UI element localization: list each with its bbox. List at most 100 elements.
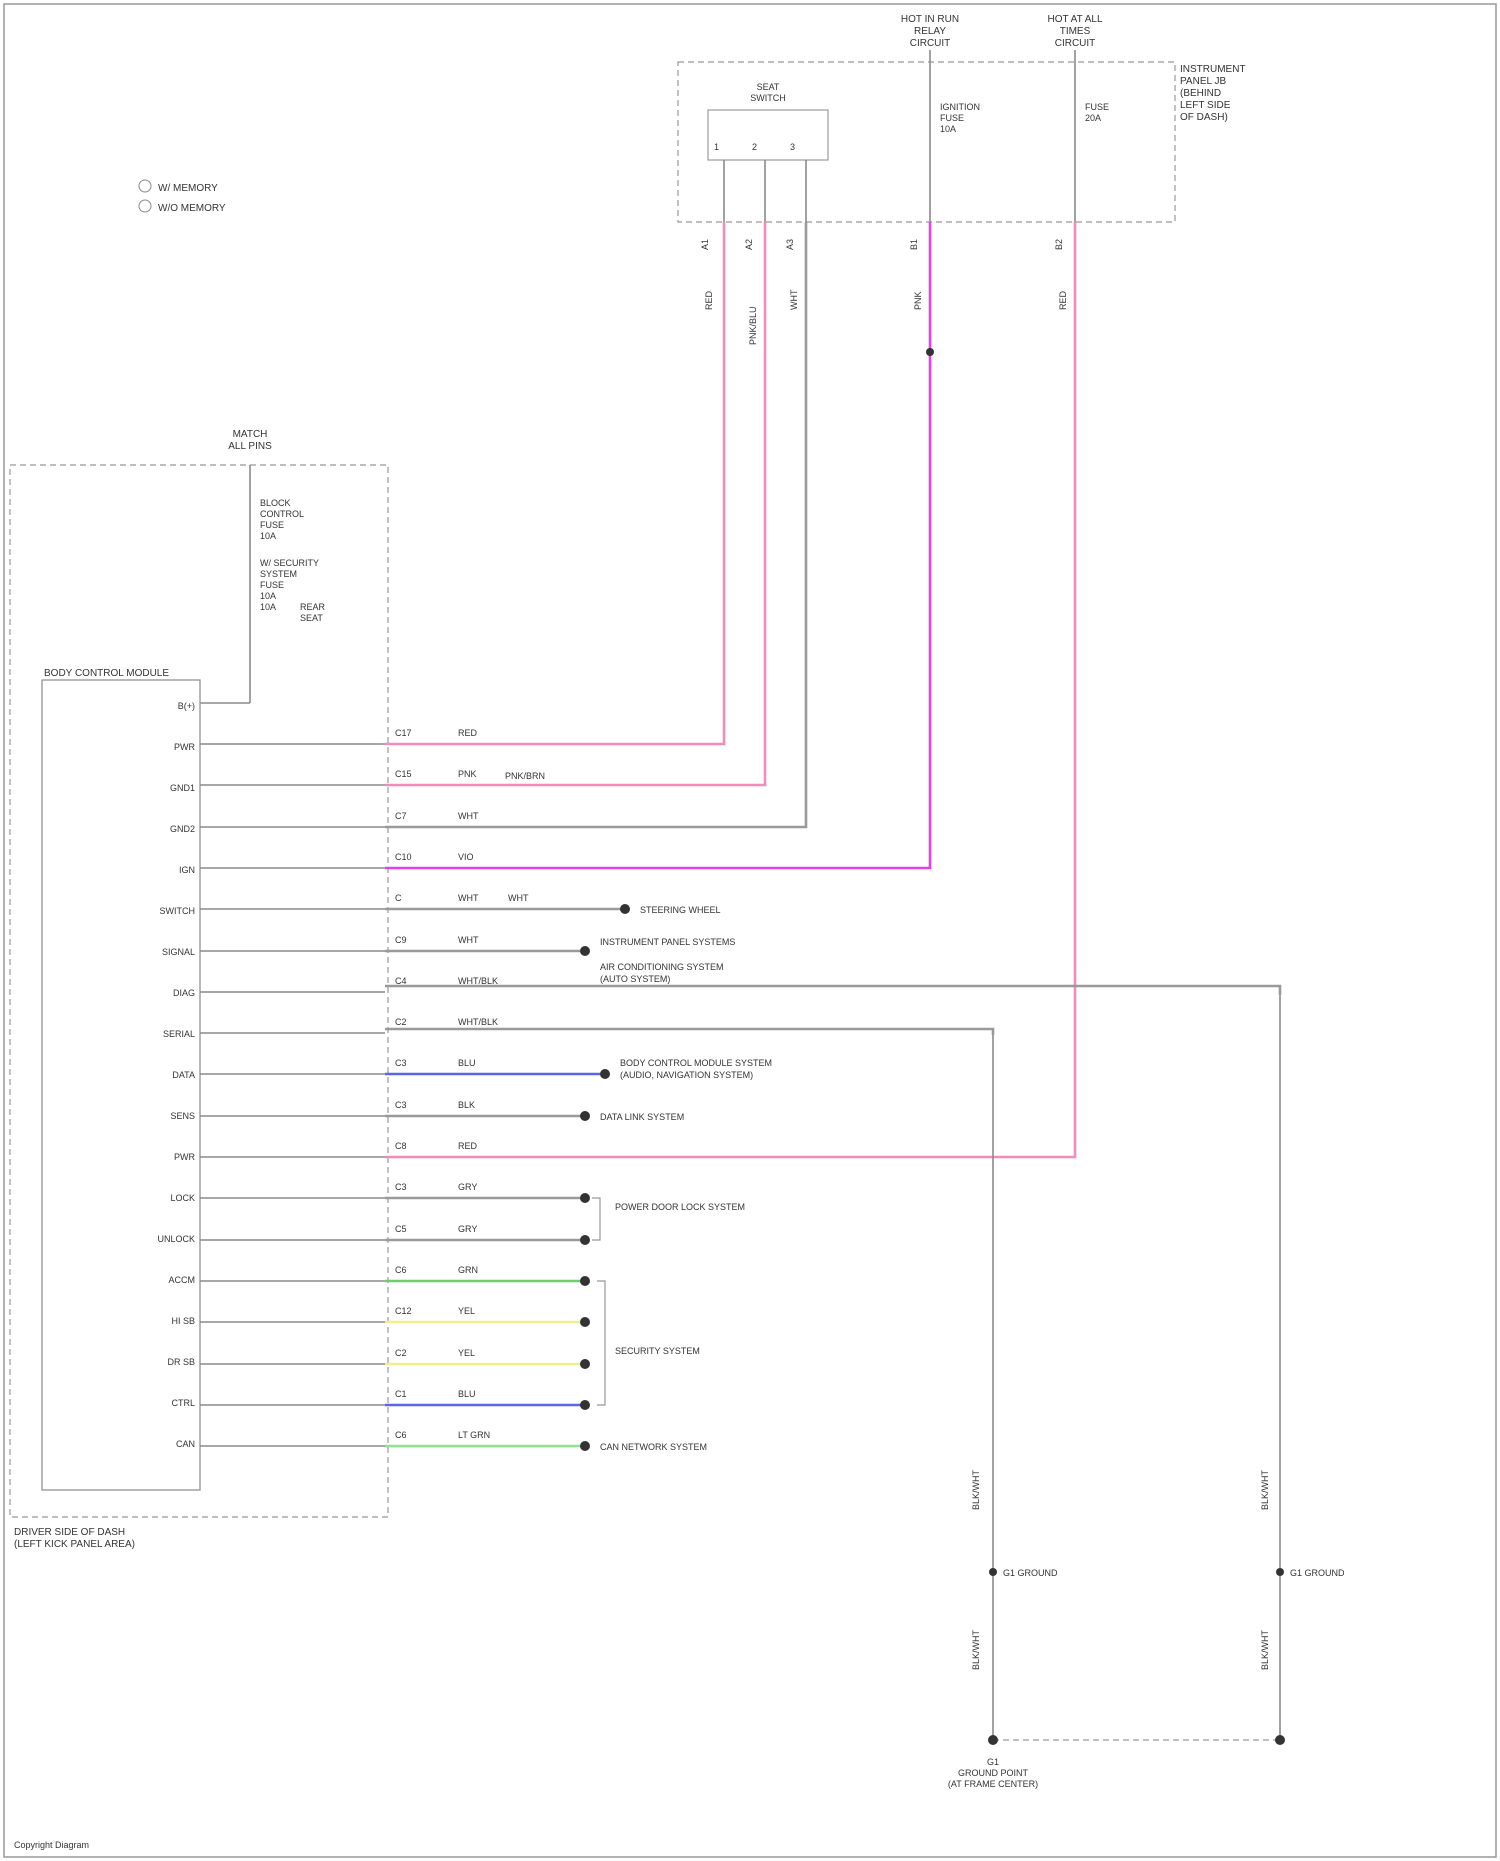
wire-endpoint [580,1235,590,1245]
ground-run-1 [385,986,1280,995]
wire-endpoint [620,904,630,914]
module-pin-label: B(+) [178,701,195,711]
wire-endpoint [580,1317,590,1327]
vertical-wire-codes: RED PNK/BLU WHT PNK RED [704,289,1068,345]
row-wire-code: GRY [458,1224,477,1234]
wire-endpoint [580,1193,590,1203]
jb-pin-4: B1 [909,239,919,250]
ground-wire-code-1: BLK/WHT [971,1469,981,1510]
vwire-code-5: RED [1058,290,1068,310]
row-destination: PNK/BRN [505,771,545,781]
module-pin-label: ACCM [169,1275,196,1285]
vwire-code-3: WHT [789,289,799,310]
row-destination: STEERING WHEEL [640,905,721,915]
ground-wire-code-2: BLK/WHT [1260,1469,1270,1510]
row-pin: C8 [395,1141,407,1151]
ground-point-1 [988,1735,998,1745]
wire-endpoint [580,1359,590,1369]
row-pin: C2 [395,1017,407,1027]
row-wire-code: YEL [458,1348,475,1358]
module-pin-label: SIGNAL [162,947,195,957]
diagram-frame [4,4,1496,1857]
row-pin: C3 [395,1100,407,1110]
row-pin: C3 [395,1182,407,1192]
ground-splice-2 [1276,1568,1284,1576]
seat-switch [708,110,828,160]
vwire-code-4: PNK [913,291,923,310]
switch-pin-3: 3 [790,142,795,152]
row-destination: DATA LINK SYSTEM [600,1112,684,1122]
module-pin-labels: B(+)PWRGND1GND2IGNSWITCHSIGNALDIAGSERIAL… [157,701,195,1449]
row-pin: C [395,893,402,903]
module-pin-label: SWITCH [160,906,196,916]
ground-wire-code-3: BLK/WHT [971,1629,981,1670]
module-side-label: REARSEAT [300,602,326,623]
switch-pin-1: 1 [714,142,719,152]
row-destination: POWER DOOR LOCK SYSTEM [615,1202,745,1212]
wire-endpoint [580,946,590,956]
row-pin: C17 [395,728,412,738]
module-header: MATCHALL PINS [228,429,272,452]
legend-item-2: W/O MEMORY [158,203,226,214]
module-pin-label: CAN [176,1439,195,1449]
destination-bracket [597,1281,605,1405]
module-body [42,680,200,1490]
vwire-code-1: RED [704,290,714,310]
row-wire-code: GRN [458,1265,478,1275]
row-pin: C9 [395,935,407,945]
ground-2-label: G1 GROUND [1290,1568,1345,1578]
ground-wire-code-4: BLK/WHT [1260,1629,1270,1670]
module-pin-label: DATA [172,1070,195,1080]
module-pin-label: PWR [174,1152,195,1162]
jb-pin-3: A3 [785,239,795,250]
ground-section: BLK/WHT BLK/WHT BLK/WHT BLK/WHT G1 GROUN… [948,995,1345,1789]
legend-item-1: W/ MEMORY [158,183,218,194]
row-destination: AIR CONDITIONING SYSTEM(AUTO SYSTEM) [600,962,724,984]
module-pin-label: GND2 [170,824,195,834]
module-pin-label: SERIAL [163,1029,195,1039]
wire-endpoint [600,1069,610,1079]
row-destination: SECURITY SYSTEM [615,1346,700,1356]
module-title: BODY CONTROL MODULE [44,668,169,679]
fuse-2-label: FUSE20A [1085,102,1109,123]
module-pin-label: GND1 [170,783,195,793]
wire-endpoint [580,1441,590,1451]
row-wire-code: YEL [458,1306,475,1316]
row-pin: C12 [395,1306,412,1316]
row-wire-code: GRY [458,1182,477,1192]
module-pin-label: DIAG [173,988,195,998]
module-pin-label: DR SB [167,1357,195,1367]
wire-endpoint [580,1400,590,1410]
ground-point-2 [1275,1735,1285,1745]
module-pin-label: LOCK [170,1193,195,1203]
row-pin: C3 [395,1058,407,1068]
row-pin: C6 [395,1430,407,1440]
legend-symbol-2 [139,200,151,212]
module-pin-label: UNLOCK [157,1234,195,1244]
row-pin: C6 [395,1265,407,1275]
row-pin: C1 [395,1389,407,1399]
wire-run-white [385,222,806,827]
legend-symbol-1 [139,180,151,192]
jb-pin-5: B2 [1054,239,1064,250]
row-destination: CAN NETWORK SYSTEM [600,1442,707,1452]
row-wire-code: BLK [458,1100,475,1110]
row-wire-code: RED [458,1141,478,1151]
jb-pin-1: A1 [700,239,710,250]
row-destination: BODY CONTROL MODULE SYSTEM(AUDIO, NAVIGA… [620,1058,772,1080]
module-pin-label: PWR [174,742,195,752]
row-wire-code: VIO [458,852,474,862]
module-enclosure [10,465,388,1517]
module-pin-label: CTRL [171,1398,195,1408]
